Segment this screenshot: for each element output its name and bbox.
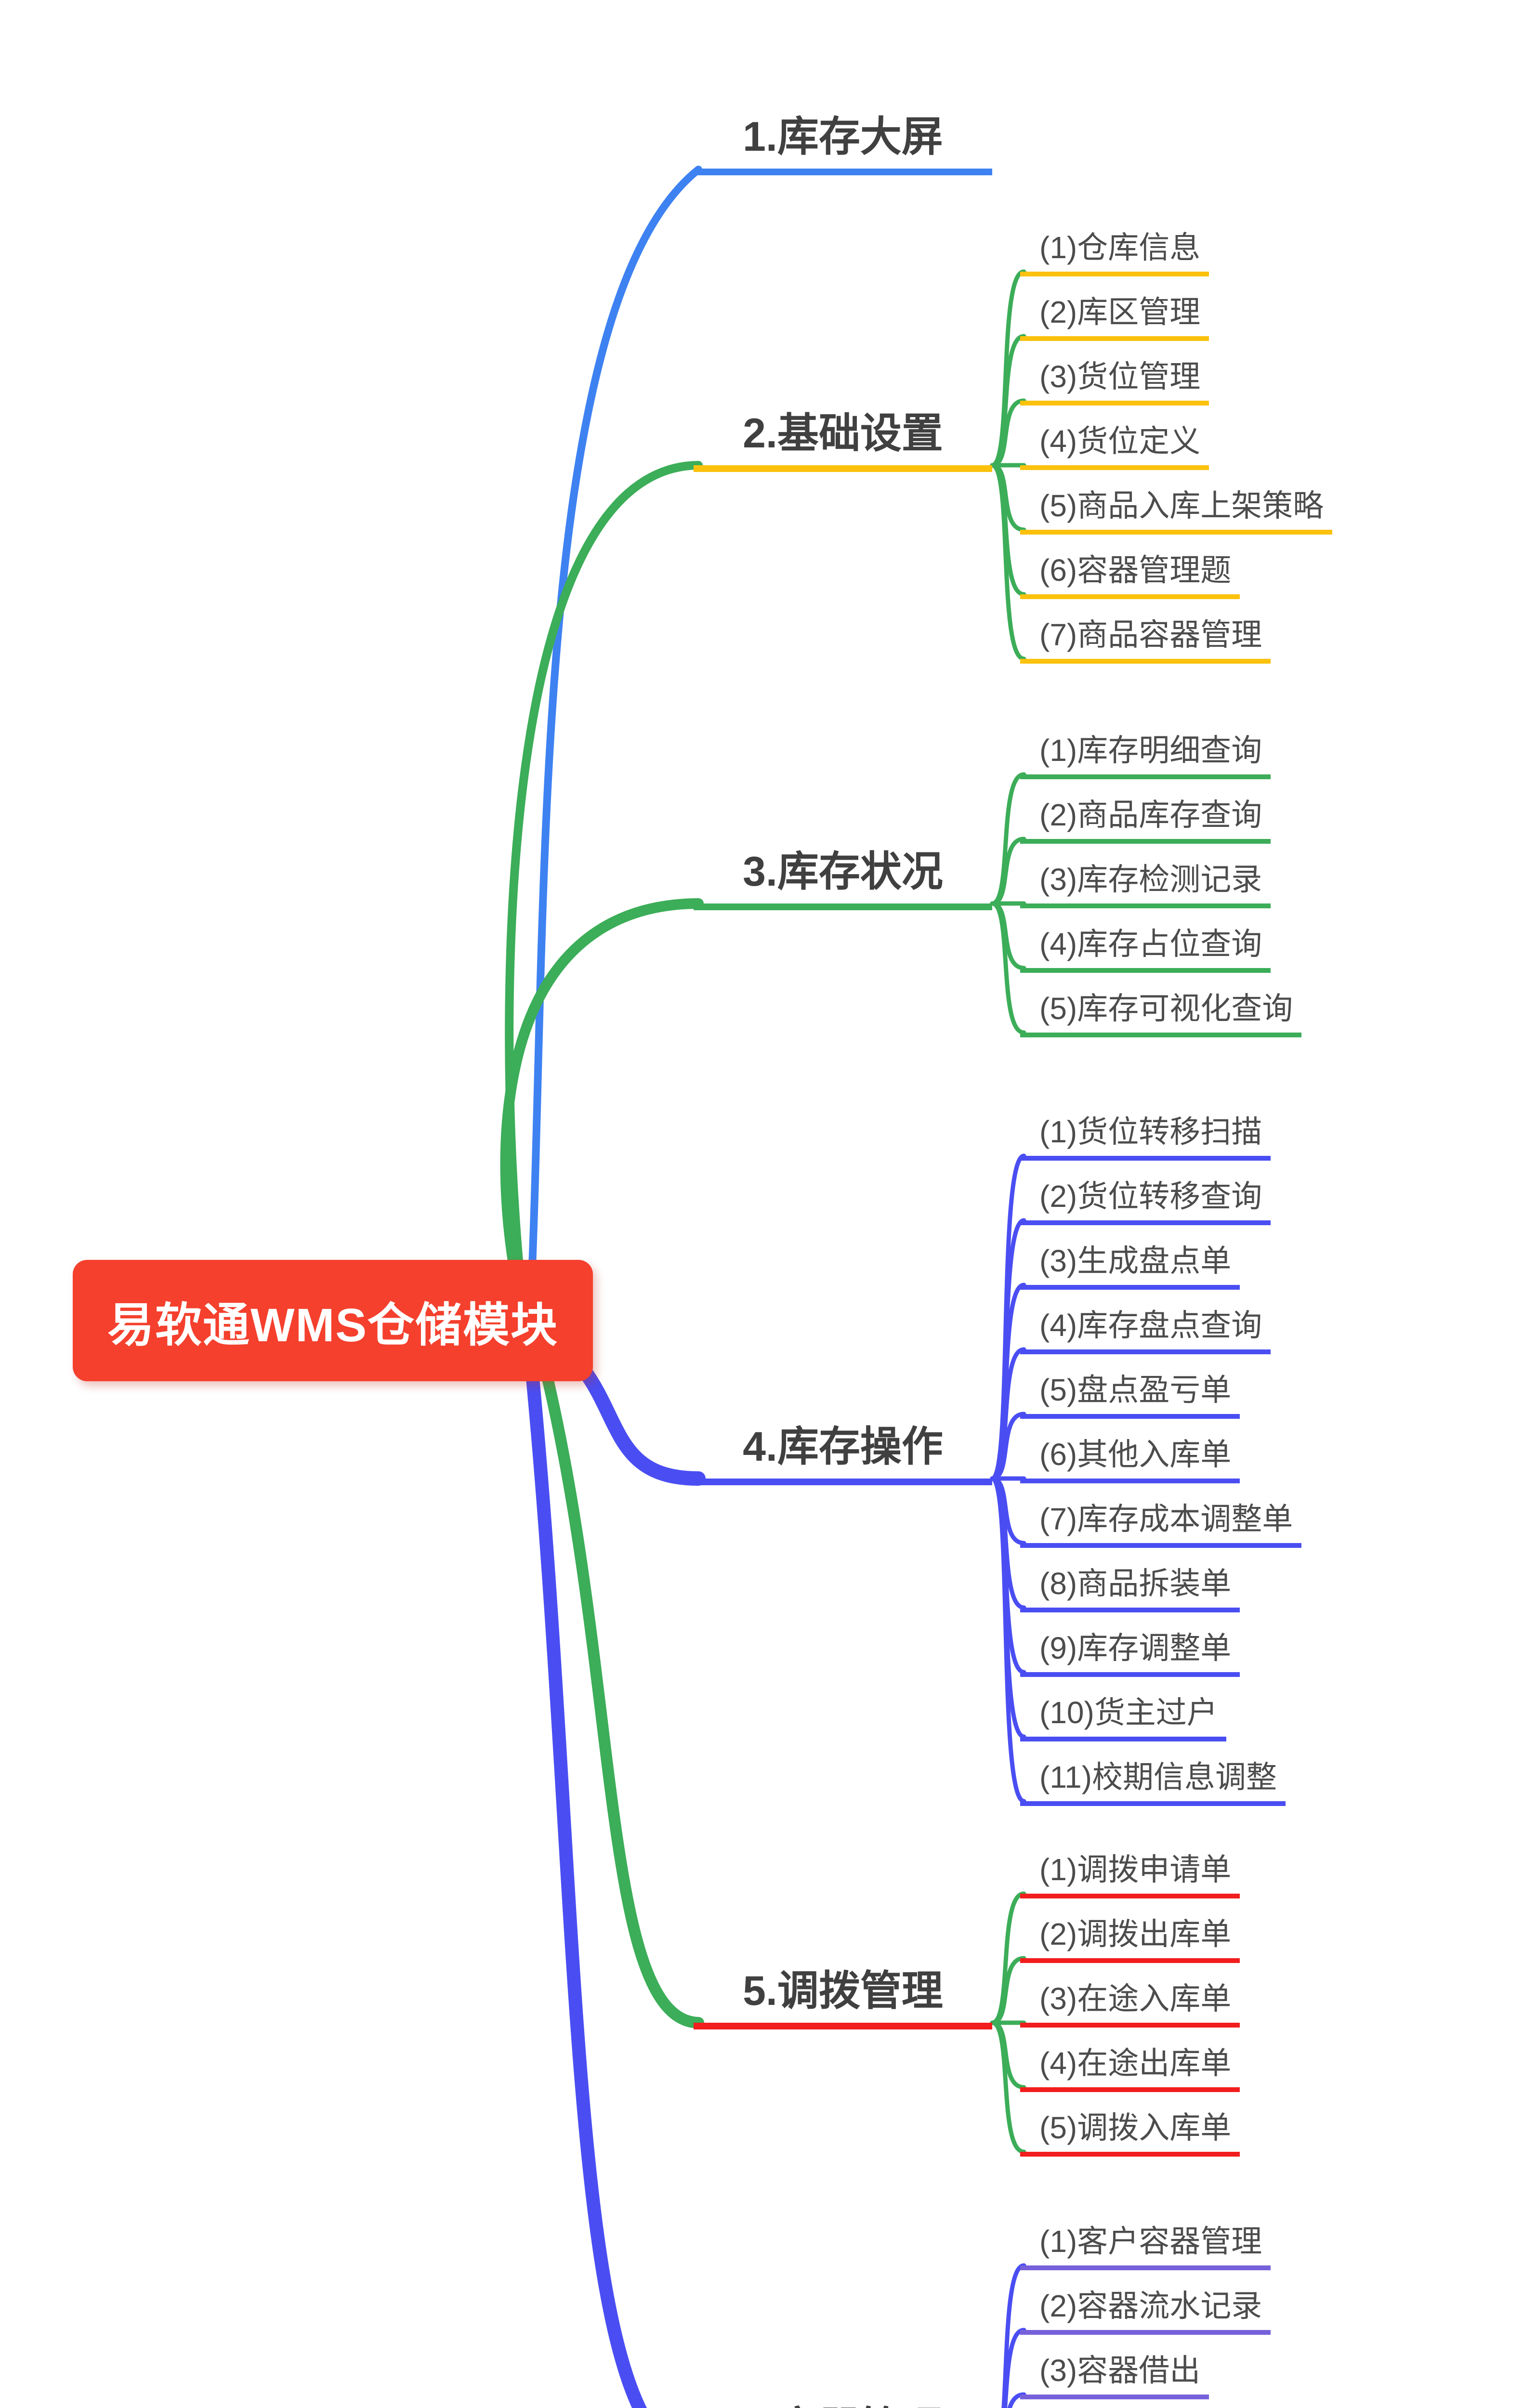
branch-4-child-6[interactable]: (6)其他入库单 — [1020, 1436, 1240, 1483]
branch-4-child-11[interactable]: (11)校期信息调整 — [1020, 1759, 1286, 1806]
branch-5-child-4[interactable]: (4)在途出库单 — [1020, 2045, 1240, 2092]
branch-2-child-1[interactable]: (1)仓库信息 — [1020, 229, 1209, 276]
branch-4-child-2[interactable]: (2)货位转移查询 — [1020, 1178, 1271, 1225]
branch-title-6[interactable]: 6.容器管理 — [694, 2402, 992, 2408]
branch-4-child-9[interactable]: (9)库存调整单 — [1020, 1630, 1240, 1677]
branch-4-child-10[interactable]: (10)货主过户 — [1020, 1694, 1226, 1741]
branch-3-child-connectors — [990, 772, 1026, 1035]
branch-5-child-5[interactable]: (5)调拨入库单 — [1020, 2109, 1240, 2157]
branch-title-4[interactable]: 4.库存操作 — [694, 1422, 992, 1485]
branch-title-2[interactable]: 2.基础设置 — [694, 408, 992, 472]
connector-branch-6 — [521, 1318, 647, 2408]
branch-6-child-1[interactable]: (1)客户容器管理 — [1020, 2223, 1271, 2270]
branch-2-child-4[interactable]: (4)货位定义 — [1020, 423, 1209, 470]
connector-branch-1 — [526, 166, 702, 1324]
branch-title-3[interactable]: 3.库存状况 — [694, 847, 992, 910]
connector-branch-2 — [505, 461, 703, 1325]
branch-5-child-2[interactable]: (2)调拨出库单 — [1020, 1916, 1240, 1963]
branch-4-child-3[interactable]: (3)生成盘点单 — [1020, 1243, 1240, 1290]
branch-4-child-5[interactable]: (5)盘点盈亏单 — [1020, 1372, 1240, 1419]
branch-5-child-1[interactable]: (1)调拨申请单 — [1020, 1851, 1240, 1898]
branch-4-child-7[interactable]: (7)库存成本调整单 — [1020, 1501, 1302, 1548]
branch-2-child-5[interactable]: (5)商品入库上架策略 — [1020, 487, 1333, 535]
branch-2-child-2[interactable]: (2)库区管理 — [1020, 294, 1209, 341]
branch-5-child-connectors — [990, 1891, 1026, 2154]
branch-4-child-4[interactable]: (4)库存盘点查询 — [1020, 1307, 1271, 1354]
branch-3-child-4[interactable]: (4)库存占位查询 — [1020, 926, 1271, 973]
branch-4-child-8[interactable]: (8)商品拆装单 — [1020, 1565, 1240, 1612]
branch-6-child-2[interactable]: (2)容器流水记录 — [1020, 2288, 1271, 2335]
branch-3-child-5[interactable]: (5)库存可视化查询 — [1020, 990, 1302, 1037]
branch-3-child-2[interactable]: (2)商品库存查询 — [1020, 797, 1271, 844]
connector-branch-5 — [529, 1321, 704, 2028]
branch-2-child-6[interactable]: (6)容器管理题 — [1020, 552, 1240, 599]
central-topic[interactable]: 易软通WMS仓储模块 — [73, 1260, 593, 1381]
connector-branch-3 — [500, 898, 704, 1326]
branch-3-child-1[interactable]: (1)库存明细查询 — [1020, 732, 1271, 779]
branch-2-child-7[interactable]: (7)商品容器管理 — [1020, 616, 1271, 664]
branch-title-1[interactable]: 1.库存大屏 — [694, 112, 992, 175]
branch-6-child-connectors — [1001, 2263, 1026, 2408]
branch-6-child-3[interactable]: (3)容器借出 — [1020, 2352, 1209, 2399]
branch-title-5[interactable]: 5.调拨管理 — [694, 1966, 992, 2029]
branch-2-child-3[interactable]: (3)货位管理 — [1020, 358, 1209, 406]
branch-4-child-1[interactable]: (1)货位转移扫描 — [1020, 1113, 1271, 1161]
branch-5-child-3[interactable]: (3)在途入库单 — [1020, 1980, 1240, 2028]
branch-2-child-connectors — [990, 269, 1026, 661]
branch-3-child-3[interactable]: (3)库存检测记录 — [1020, 861, 1271, 908]
branch-4-child-connectors — [990, 1153, 1026, 1804]
